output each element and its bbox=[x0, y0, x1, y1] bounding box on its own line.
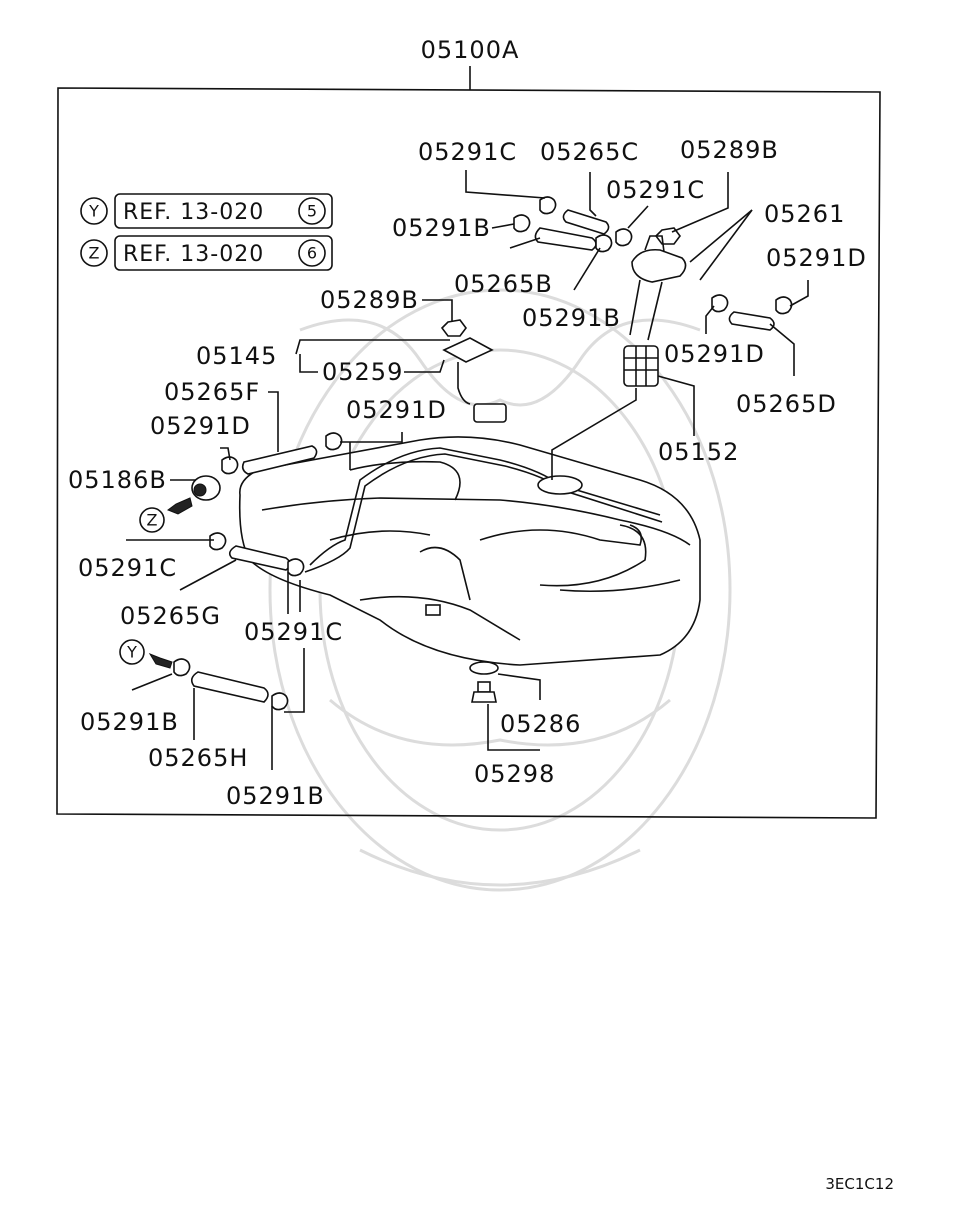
clamp-05291C-left bbox=[209, 532, 227, 551]
ref-z-num-circle bbox=[298, 239, 326, 267]
nut-05289B-mid bbox=[440, 319, 467, 337]
ref-y-num-circle bbox=[298, 197, 326, 225]
label-05298: 05298 bbox=[474, 760, 555, 788]
label-05291B-bottom-right: 05291B bbox=[226, 782, 325, 810]
label-05265G: 05265G bbox=[120, 602, 221, 630]
arrow-to-z: Z bbox=[139, 497, 193, 533]
tank-ridge-5 bbox=[329, 530, 431, 541]
label-05289B-top: 05289B bbox=[680, 136, 779, 164]
label-05291D-right-bottom: 05291D bbox=[664, 340, 765, 368]
label-05265F: 05265F bbox=[164, 378, 260, 406]
clamp-05291D-mid bbox=[325, 432, 343, 451]
gasket-05286 bbox=[469, 661, 499, 675]
ref-z-letter: Z bbox=[89, 244, 100, 263]
label-05291D-right-top: 05291D bbox=[766, 244, 867, 272]
hose-05265D bbox=[728, 311, 775, 331]
tank-body bbox=[238, 436, 701, 666]
pump-strainer bbox=[623, 345, 659, 387]
fuel-pump-05261 bbox=[623, 235, 687, 387]
label-05291B-top-right: 05291B bbox=[522, 304, 621, 332]
label-05259: 05259 bbox=[322, 358, 403, 386]
clamp-05291B-top-left bbox=[513, 214, 531, 233]
valve-05186B bbox=[191, 475, 221, 501]
ref-z-circle bbox=[80, 239, 108, 267]
label-05291C-right: 05291C bbox=[606, 176, 705, 204]
clamp-05291B-bottom-left bbox=[173, 658, 191, 677]
tank-ridge-7 bbox=[359, 595, 521, 641]
label-05289B-mid: 05289B bbox=[320, 286, 419, 314]
label-05265D: 05265D bbox=[736, 390, 837, 418]
fuel-tank bbox=[238, 436, 701, 666]
clamp-05291D-right-b bbox=[775, 296, 793, 315]
clamp-05291B-top-right bbox=[595, 234, 613, 253]
tank-drain-boss bbox=[425, 604, 441, 616]
label-05291B-top-left: 05291B bbox=[392, 214, 491, 242]
label-05186B: 05186B bbox=[68, 466, 167, 494]
tank-ridge-3 bbox=[419, 546, 471, 601]
tank-ridge-1 bbox=[261, 497, 691, 546]
clamp-05291B-bottom-right bbox=[271, 692, 289, 711]
tank-pump-flange bbox=[537, 475, 583, 495]
label-05145: 05145 bbox=[196, 342, 277, 370]
clamp-05291C-mid bbox=[287, 558, 305, 577]
label-05291D-left: 05291D bbox=[150, 412, 251, 440]
drain-plug-05298 bbox=[471, 681, 497, 703]
label-05265B: 05265B bbox=[454, 270, 553, 298]
arrow-to-y: Y bbox=[119, 639, 173, 669]
ref-z-num: 6 bbox=[307, 244, 317, 263]
arrow-y-letter: Y bbox=[126, 643, 137, 662]
ref-z-text: REF. 13-020 bbox=[123, 242, 264, 267]
clamp-05291D-right-a bbox=[711, 294, 729, 313]
hose-05265H bbox=[190, 671, 269, 703]
ref-y-letter: Y bbox=[88, 202, 99, 221]
tank-ridge-8 bbox=[559, 579, 681, 593]
hose-05265C bbox=[562, 209, 610, 235]
tank-pipe-1 bbox=[309, 447, 661, 566]
ref-y-box bbox=[114, 193, 333, 229]
tank-ridge-4 bbox=[479, 524, 643, 546]
tank-ridge-6 bbox=[539, 524, 647, 587]
hose-05265F bbox=[241, 445, 318, 475]
label-05152: 05152 bbox=[658, 438, 739, 466]
assembly-label: 05100A bbox=[421, 36, 520, 64]
arrow-z-letter: Z bbox=[147, 511, 158, 530]
ref-z-box bbox=[114, 235, 333, 271]
clamp-05291C-top bbox=[539, 196, 557, 215]
figure-code: 3EC1C12 bbox=[825, 1175, 894, 1193]
hose-05265B bbox=[534, 227, 597, 251]
assembly-frame bbox=[56, 87, 881, 819]
ref-y-circle bbox=[80, 197, 108, 225]
label-05291C-left: 05291C bbox=[78, 554, 177, 582]
sender-float bbox=[473, 403, 507, 423]
label-05291B-bottom-left: 05291B bbox=[80, 708, 179, 736]
watermark-emblem bbox=[268, 288, 732, 892]
hose-05265G bbox=[228, 545, 291, 571]
label-05265H: 05265H bbox=[148, 744, 248, 772]
clamp-05291C-right bbox=[615, 228, 633, 247]
label-05261: 05261 bbox=[764, 200, 845, 228]
sender-unit-05145 bbox=[442, 337, 507, 423]
tank-ridge-2 bbox=[349, 460, 461, 501]
ref-y-text: REF. 13-020 bbox=[123, 200, 264, 225]
label-05265C: 05265C bbox=[540, 138, 639, 166]
label-05291C-mid: 05291C bbox=[244, 618, 343, 646]
label-05291D-mid: 05291D bbox=[346, 396, 447, 424]
ref-y-num: 5 bbox=[307, 202, 317, 221]
ref-box-y: Y REF. 13-020 5 bbox=[80, 193, 333, 229]
part-labels: 05291C 05265C 05289B 05291C 05261 05291B… bbox=[68, 136, 867, 810]
label-05291C-top: 05291C bbox=[418, 138, 517, 166]
leader-lines bbox=[126, 170, 809, 770]
label-05286: 05286 bbox=[500, 710, 581, 738]
ref-box-z: Z REF. 13-020 6 bbox=[80, 235, 333, 271]
